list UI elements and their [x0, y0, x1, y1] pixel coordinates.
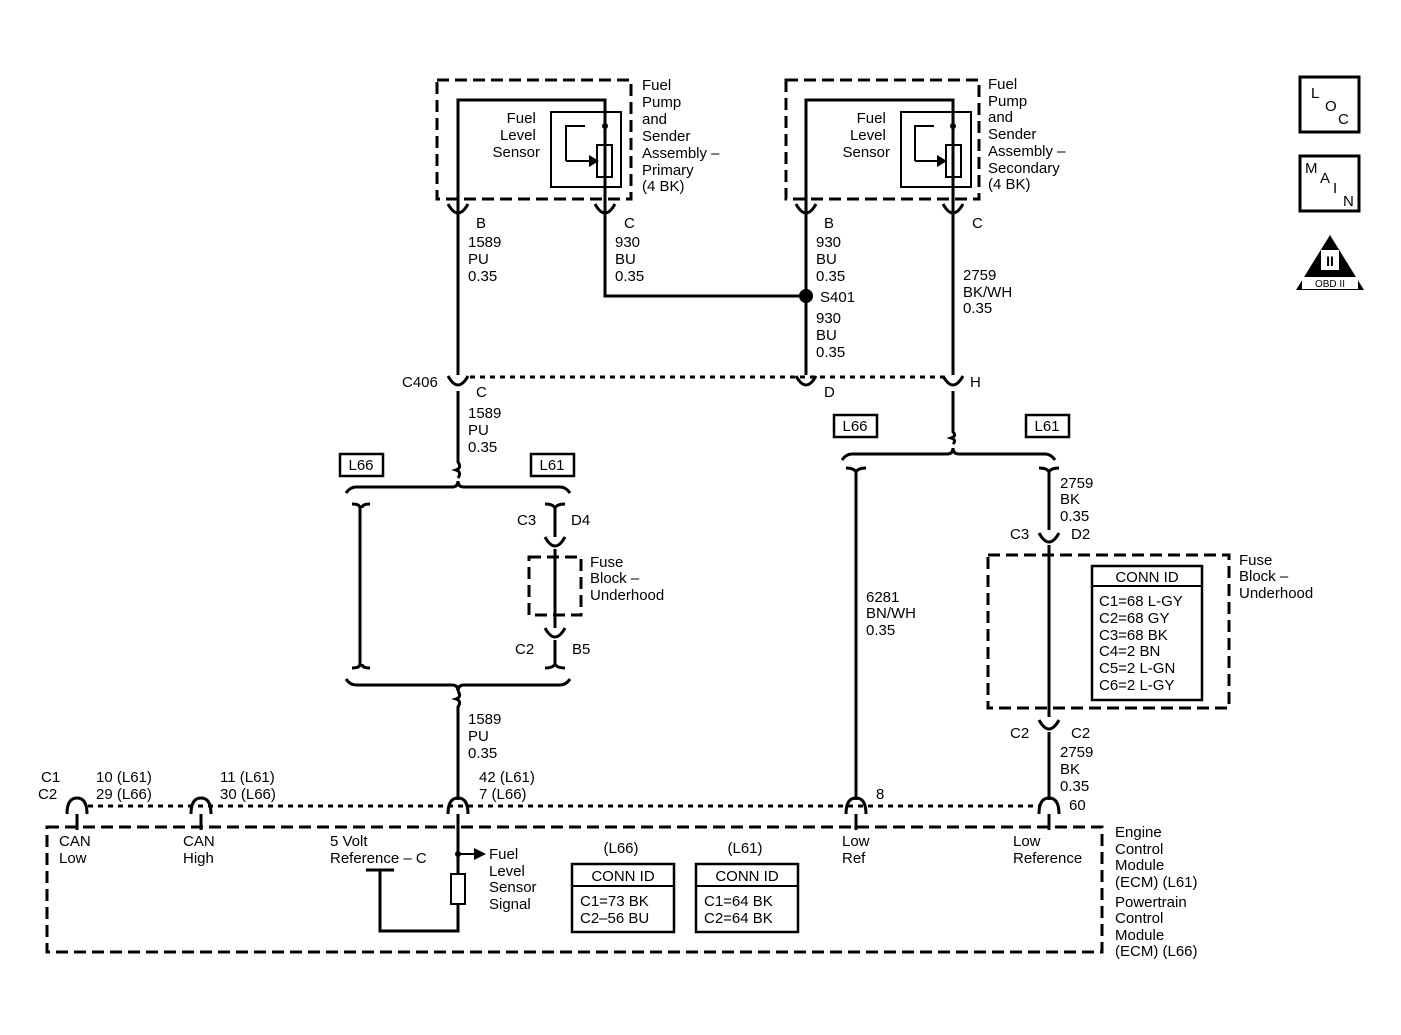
right-fuse-wire-top-label: 2759 BK 0.35: [1060, 475, 1098, 525]
can-high-label: CAN High: [183, 833, 219, 867]
svg-text:(L66): (L66): [603, 840, 638, 857]
right-fuse-wire-bottom-label: 2759 BK 0.35: [1060, 744, 1098, 795]
right-fuse-top-pin: D2: [1071, 526, 1090, 543]
main-icon[interactable]: M A I N: [1298, 154, 1361, 213]
secondary-wire-b-label: 930 BU 0.35: [816, 234, 845, 285]
ecm-module: CAN Low CAN High 5 Volt Reference – C Fu…: [45, 814, 1198, 960]
svg-text:L: L: [1311, 85, 1319, 102]
c406-wire-after-label: 1589 PU 0.35: [468, 405, 506, 456]
svg-text:CONN ID: CONN ID: [715, 868, 779, 885]
primary-pin-b: B: [476, 215, 486, 232]
svg-text:(L61): (L61): [727, 840, 762, 857]
primary-wire-b-label: 1589 PU 0.35: [468, 234, 506, 285]
left-l66-text: L66: [348, 457, 373, 474]
secondary-wire-c-label: 2759 BK/WH 0.35: [963, 267, 1016, 317]
right-option-branch: L66 L61 6281 BN/WH 0.35 2759 BK 0.35 C3 …: [832, 391, 1313, 800]
low-reference-label: Low Reference: [1013, 833, 1082, 867]
left-l66-badge: [338, 452, 385, 478]
right-fuse-bot-pin: C2: [1071, 725, 1090, 742]
svg-text:CONN ID: CONN ID: [591, 868, 655, 885]
secondary-fuel-pump-assembly: Fuel Level Sensor Fuel Pump and Sender A…: [784, 76, 1070, 232]
splice-label: S401: [820, 289, 855, 306]
svg-text:I: I: [1333, 180, 1337, 197]
ecm-connector-row: C1 C2 10 (L61) 29 (L66) 11 (L61) 30 (L66…: [38, 769, 1086, 830]
primary-pin-c: C: [624, 215, 635, 232]
svg-text:A: A: [1320, 170, 1330, 187]
secondary-pin-b: B: [824, 215, 834, 232]
left-fuse-bot-pin: B5: [572, 641, 590, 658]
left-fuse-bot-conn: C2: [515, 641, 534, 658]
svg-text:OBD II: OBD II: [1315, 279, 1345, 290]
svg-text:C1=68 L-GY C2=68 GY: C1=68 L-GY C2=68 GY C3=68 BK C4=2 BN C5=…: [1099, 593, 1187, 694]
fuse-conn-id-table: CONN ID C1=68 L-GY C2=68 GY C3=68 BK C4=…: [1090, 564, 1204, 702]
obd-ii-icon[interactable]: II OBD II: [1296, 235, 1364, 290]
ecm-title: Engine Control Module (ECM) (L61): [1115, 824, 1198, 891]
c406-pin-d: D: [824, 384, 835, 401]
five-volt-reference-label: 5 Volt Reference – C: [330, 833, 427, 867]
mid-wire-label: 6281 BN/WH 0.35: [866, 589, 920, 639]
right-l61-badge: [1024, 413, 1071, 439]
low-ref-pin: 8: [876, 786, 884, 803]
low-ref-label: Low Ref: [842, 833, 874, 867]
ecm-conn-id-l61: (L61) CONN ID C1=64 BK C2=64 BK: [694, 840, 800, 934]
right-fuse-block-label: Fuse Block – Underhood: [1239, 552, 1313, 602]
can-high-pins: 11 (L61) 30 (L66): [220, 769, 279, 803]
ecm-conn-id-l66: (L66) CONN ID C1=73 BK C2–56 BU: [570, 840, 676, 934]
primary-wire-c-label: 930 BU 0.35: [615, 234, 644, 285]
svg-text:C1=64 BK C2=64 BK: C1=64 BK C2=64 BK: [704, 893, 777, 927]
svg-text:CONN ID: CONN ID: [1115, 569, 1179, 586]
connector-c406: C406 C D H 1589 PU 0.35: [402, 374, 981, 456]
left-fuse-block-label: Fuse Block – Underhood: [590, 554, 664, 604]
primary-assembly-title: Fuel Pump and Sender Assembly – Primary …: [642, 77, 724, 195]
left-wire-after-label: 1589 PU 0.35: [468, 711, 506, 762]
primary-fuel-pump-assembly: Fuel Level Sensor Fuel Pump and Sender A…: [435, 77, 724, 232]
primary-sensor-label: Fuel Level Sensor: [492, 110, 540, 161]
ecm-conn-labels: C1 C2: [38, 769, 64, 803]
splice-wire-after-label: 930 BU 0.35: [816, 310, 845, 361]
splice-s401-dot: [799, 289, 813, 303]
fuel-level-sensor-signal-label: Fuel Level Sensor Signal: [489, 846, 541, 913]
signal-pins: 42 (L61) 7 (L66): [479, 769, 539, 803]
can-low-label: CAN Low: [59, 833, 95, 867]
c406-label: C406: [402, 374, 438, 391]
svg-text:M: M: [1305, 160, 1318, 177]
left-option-branch: L66 L61 C3 D4 C2 B5 Fuse Block – Underho…: [338, 391, 664, 800]
low-reference-pin: 60: [1069, 797, 1086, 814]
right-l61-text: L61: [1034, 418, 1059, 435]
right-l66-badge: [832, 413, 879, 439]
left-l61-badge: [529, 452, 576, 478]
pcm-title: Powertrain Control Module (ECM) (L66): [1115, 894, 1198, 960]
secondary-assembly-title: Fuel Pump and Sender Assembly – Secondar…: [988, 76, 1070, 193]
svg-text:II: II: [1326, 253, 1334, 269]
secondary-pin-c: C: [972, 215, 983, 232]
left-fuse-top-pin: D4: [571, 512, 590, 529]
right-l66-text: L66: [842, 418, 867, 435]
left-l61-text: L61: [539, 457, 564, 474]
svg-text:C1=73 BK C2–56 BU: C1=73 BK C2–56 BU: [580, 893, 653, 927]
c406-pin-h: H: [970, 374, 981, 391]
svg-text:N: N: [1343, 193, 1354, 210]
c406-pin-c: C: [476, 384, 487, 401]
can-low-pins: 10 (L61) 29 (L66): [96, 769, 156, 803]
right-fuse-top-conn: C3: [1010, 526, 1029, 543]
upper-wires: S401 1589 PU 0.35 930 BU 0.35 930 BU 0.3…: [456, 213, 1016, 375]
svg-text:O: O: [1325, 98, 1337, 115]
loc-icon[interactable]: L O C: [1298, 75, 1361, 134]
svg-text:C: C: [1338, 111, 1349, 128]
left-fuse-top-conn: C3: [517, 512, 536, 529]
secondary-sensor-label: Fuel Level Sensor: [842, 110, 890, 161]
right-fuse-bot-conn: C2: [1010, 725, 1029, 742]
